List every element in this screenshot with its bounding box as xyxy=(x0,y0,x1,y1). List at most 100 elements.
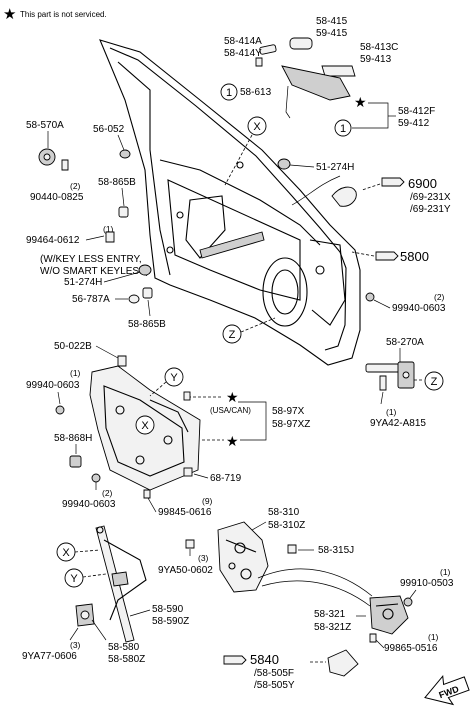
not-serviced-note: ★ This part is not serviced. xyxy=(3,6,107,23)
reference-arrow-icon xyxy=(223,655,247,665)
clip-68-719 xyxy=(183,467,193,477)
callout-x-mid: X xyxy=(135,415,155,435)
label-58-613: 58-613 xyxy=(240,87,272,98)
label-58-315j: 58-315J xyxy=(318,545,354,556)
star-icon: ★ xyxy=(354,94,367,110)
label-58-590z: 58-590Z xyxy=(152,616,189,627)
label-9ya77-0606: 9YA77-0606 xyxy=(22,651,77,662)
svg-text:Y: Y xyxy=(170,372,178,384)
label-99910-0503: 99910-0503 xyxy=(400,578,454,589)
screw-90440 xyxy=(61,159,69,171)
outer-handle-assembly xyxy=(255,37,356,119)
qty-9ya42: (1) xyxy=(386,407,397,417)
label-58-865b-a: 58-865B xyxy=(98,177,136,188)
svg-text:X: X xyxy=(62,547,70,559)
handle-58-413 xyxy=(321,65,356,77)
ref-5840: 5840 /58-505F /58-505Y xyxy=(223,652,295,691)
latch-actuator-58-321 xyxy=(369,595,409,635)
label-9ya50-0602: 9YA50-0602 xyxy=(158,565,213,576)
label-58-321z: 58-321Z xyxy=(314,622,351,633)
label-69-231y: /69-231Y xyxy=(410,204,451,215)
fwd-arrow: FWD xyxy=(424,674,470,706)
bolt-99845 xyxy=(143,489,151,499)
mirror-cover-6900 xyxy=(331,186,357,207)
handle-bracket-58-412 xyxy=(281,65,351,101)
label-51-274h-a: 51-274H xyxy=(316,162,354,173)
callout-y-mid: Y xyxy=(164,367,184,387)
reference-arrow-icon xyxy=(375,251,399,261)
label-99845-0616: 99845-0616 xyxy=(158,507,212,518)
door-belt-strip xyxy=(199,231,265,259)
stopper-58-865b-b xyxy=(142,287,153,299)
qty-99865: (1) xyxy=(428,632,439,642)
label-6900: 6900 xyxy=(408,176,437,191)
clip-50-022b xyxy=(117,355,127,367)
plug-56-787a xyxy=(128,294,140,304)
seal-58-97x xyxy=(183,391,191,401)
label-69-231x: /69-231X xyxy=(410,192,451,203)
screw-58-613 xyxy=(255,57,263,67)
label-58-414y: 58-414Y xyxy=(224,48,262,59)
label-68-719: 68-719 xyxy=(210,473,242,484)
label-56-052: 56-052 xyxy=(93,124,125,135)
label-58-580z: 58-580Z xyxy=(108,654,145,665)
label-99940-0603-a: 99940-0603 xyxy=(392,303,446,314)
callout-y-low: Y xyxy=(64,568,84,588)
callout-z-mid: Z xyxy=(222,324,242,344)
callout-z-right: Z xyxy=(424,371,444,391)
label-58-310z: 58-310Z xyxy=(268,520,305,531)
qty-9ya50: (3) xyxy=(198,553,209,563)
screw-99865 xyxy=(369,633,377,643)
handle-gasket-58-414 xyxy=(259,44,277,55)
cap-51-274h-b xyxy=(138,264,152,276)
qty-99940-a: (2) xyxy=(434,292,445,302)
label-50-022b: 50-022B xyxy=(54,341,92,352)
regulator-rail-58-590 xyxy=(95,525,147,643)
label-5800: 5800 xyxy=(400,249,429,264)
nut-99940-c xyxy=(91,473,101,483)
svg-text:1: 1 xyxy=(340,123,346,135)
handle-cover-58-505 xyxy=(327,649,359,677)
label-58-270a: 58-270A xyxy=(386,337,424,348)
nut-99940-b xyxy=(55,405,65,415)
label-58-415: 58-415 xyxy=(316,16,348,27)
qty-9ya77: (3) xyxy=(70,640,81,650)
label-56-787a: 56-787A xyxy=(72,294,110,305)
label-9ya42-a815: 9YA42-A815 xyxy=(370,418,426,429)
door-shell xyxy=(99,39,361,366)
label-58-505y: /58-505Y xyxy=(254,680,295,691)
label-59-412: 59-412 xyxy=(398,118,430,129)
label-51-274h-b: 51-274H xyxy=(64,277,102,288)
label-58-413c: 58-413C xyxy=(360,42,398,53)
svg-text:Z: Z xyxy=(229,329,236,341)
screw-9ya50 xyxy=(185,539,195,549)
label-58-570a: 58-570A xyxy=(26,120,64,131)
label-58-414a: 58-414A xyxy=(224,36,262,47)
svg-text:X: X xyxy=(253,121,261,133)
not-serviced-text: This part is not serviced. xyxy=(20,10,107,19)
qty-99940-b: (1) xyxy=(70,368,81,378)
qty-90440: (2) xyxy=(70,181,81,191)
label-90440-0825: 90440-0825 xyxy=(30,192,84,203)
qty-99940-c: (2) xyxy=(102,488,113,498)
label-58-321: 58-321 xyxy=(314,609,346,620)
qty-99910: (1) xyxy=(440,567,451,577)
label-58-590: 58-590 xyxy=(152,604,184,615)
callout-x-top: X xyxy=(247,116,267,136)
label-99865-0516: 99865-0516 xyxy=(384,643,438,654)
callout-x-low: X xyxy=(56,542,76,562)
clip-58-315j xyxy=(287,544,297,554)
label-58-505f: /58-505F xyxy=(254,668,294,679)
label-99464-0612: 99464-0612 xyxy=(26,235,80,246)
label-58-865b-b: 58-865B xyxy=(128,319,166,330)
label-58-412f: 58-412F xyxy=(398,106,435,117)
star-icon: ★ xyxy=(3,6,16,23)
label-58-580: 58-580 xyxy=(108,642,140,653)
qty-99464: (1) xyxy=(103,224,114,234)
latch-58-310 xyxy=(217,521,269,593)
label-59-413: 59-413 xyxy=(360,54,392,65)
qty-99845: (9) xyxy=(202,496,213,506)
label-58-310: 58-310 xyxy=(268,507,300,518)
